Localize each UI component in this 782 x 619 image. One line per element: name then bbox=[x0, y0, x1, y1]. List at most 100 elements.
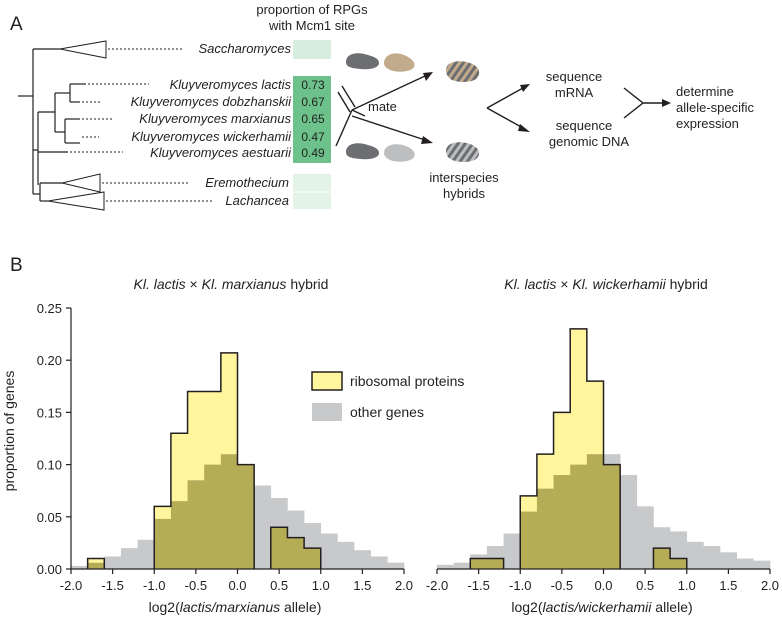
bar-ribosomal-proteins bbox=[536, 454, 554, 489]
bar-overlap bbox=[87, 562, 105, 569]
bar-ribosomal-proteins bbox=[87, 558, 105, 563]
mcm1-cell-kluyveromyces bbox=[293, 76, 331, 163]
mcm1-value: 0.47 bbox=[301, 130, 325, 144]
species-label: Saccharomyces bbox=[199, 41, 292, 56]
arrow-icon bbox=[518, 124, 530, 132]
series-other-genes bbox=[71, 485, 405, 569]
bar-ribosomal-proteins bbox=[187, 391, 205, 481]
bar-other-genes bbox=[104, 556, 122, 569]
ribosomal-outline bbox=[470, 329, 770, 569]
bar-other-genes bbox=[486, 546, 504, 559]
arrow-icon bbox=[662, 99, 671, 107]
mcm1-header-line2: with Mcm1 site bbox=[268, 18, 355, 33]
y-tick-label: 0.20 bbox=[37, 353, 62, 368]
bar-overlap bbox=[553, 475, 571, 569]
species-label: Kluyveromyces marxianus bbox=[139, 111, 291, 126]
bar-other-genes bbox=[120, 548, 138, 569]
merge-arrow bbox=[623, 87, 664, 119]
bar-overlap bbox=[586, 454, 604, 569]
x-tick-label: 0.0 bbox=[594, 578, 612, 593]
bar-ribosomal-proteins bbox=[586, 381, 604, 455]
determine-line1: determine bbox=[676, 84, 734, 99]
bar-overlap bbox=[670, 558, 688, 569]
bar-ribosomal-proteins bbox=[520, 495, 538, 512]
arrow-icon bbox=[421, 136, 433, 144]
bar-overlap bbox=[570, 464, 588, 569]
species-label: Kluyveromyces lactis bbox=[170, 77, 292, 92]
x-tick-label: -2.0 bbox=[426, 578, 448, 593]
bar-overlap bbox=[204, 464, 222, 569]
x-tick-label: -1.5 bbox=[101, 578, 123, 593]
species-label: Kluyveromyces wickerhamii bbox=[131, 129, 292, 144]
x-tick-label: 0.5 bbox=[270, 578, 288, 593]
legend-swatch-other bbox=[312, 403, 342, 421]
y-tick-label: 0.25 bbox=[37, 301, 62, 316]
y-tick-label: 0.00 bbox=[37, 562, 62, 577]
bar-other-genes bbox=[636, 506, 654, 569]
hybrids-label-line1: interspecies bbox=[429, 170, 499, 185]
yeast-cell-icon bbox=[346, 53, 379, 70]
species-label: Kluyveromyces aestuarii bbox=[150, 145, 292, 160]
x-tick-label: 2.0 bbox=[761, 578, 779, 593]
bar-overlap bbox=[536, 488, 554, 569]
bar-overlap bbox=[170, 501, 188, 569]
bar-other-genes bbox=[503, 533, 521, 569]
phylogeny-tree bbox=[18, 40, 212, 211]
bar-overlap bbox=[603, 464, 621, 569]
arrow-icon bbox=[423, 72, 433, 81]
bar-other-genes bbox=[320, 533, 338, 569]
bar-other-genes bbox=[603, 454, 621, 465]
bar-overlap bbox=[520, 511, 538, 569]
panel-a: A proportion of RPGs with Mcm1 site bbox=[10, 2, 755, 211]
x-axis-label: log2(lactis/wickerhamii allele) bbox=[511, 599, 692, 615]
bar-overlap bbox=[237, 464, 255, 569]
bar-other-genes bbox=[703, 546, 721, 569]
bar-overlap bbox=[270, 527, 288, 569]
x-tick-label: -1.5 bbox=[467, 578, 489, 593]
bar-other-genes bbox=[653, 527, 671, 549]
legend-swatch-ribosomal bbox=[311, 371, 343, 391]
species-label: Lachancea bbox=[225, 193, 289, 208]
hybrid-yeast-icon bbox=[446, 61, 480, 82]
bar-other-genes bbox=[354, 550, 371, 569]
bar-other-genes bbox=[736, 558, 754, 569]
histogram-wickerhamii: Kl. lactis × Kl. wickerhamii hybrid -2.0… bbox=[426, 276, 779, 615]
bar-overlap bbox=[653, 548, 671, 569]
hybrid-yeast-icon bbox=[446, 142, 480, 162]
bar-other-genes bbox=[287, 510, 305, 538]
x-tick-label: 1.0 bbox=[678, 578, 696, 593]
bar-other-genes bbox=[437, 564, 454, 569]
bar-other-genes bbox=[670, 531, 688, 559]
bar-overlap bbox=[486, 558, 504, 569]
x-tick-label: 0.0 bbox=[228, 578, 246, 593]
chart-title: Kl. lactis × Kl. wickerhamii hybrid bbox=[504, 276, 707, 292]
histogram-marxianus: Kl. lactis × Kl. marxianus hybrid -2.0-1… bbox=[37, 276, 413, 615]
bar-other-genes bbox=[304, 523, 322, 549]
mate-label: mate bbox=[368, 99, 397, 114]
bar-other-genes bbox=[254, 485, 272, 569]
seq-dna-line2: genomic DNA bbox=[549, 134, 630, 149]
legend: ribosomal proteins other genes bbox=[311, 371, 464, 421]
x-tick-label: -0.5 bbox=[551, 578, 573, 593]
x-tick-label: -2.0 bbox=[60, 578, 82, 593]
x-tick-label: -0.5 bbox=[185, 578, 207, 593]
mcm1-value: 0.67 bbox=[301, 95, 325, 109]
hybrids-label-line2: hybrids bbox=[443, 186, 485, 201]
bar-ribosomal-proteins bbox=[154, 506, 172, 519]
x-tick-label: 1.0 bbox=[312, 578, 330, 593]
bar-other-genes bbox=[620, 475, 638, 569]
mcm1-value: 0.65 bbox=[301, 112, 325, 126]
y-tick-label: 0.10 bbox=[37, 458, 62, 473]
bar-overlap bbox=[154, 518, 172, 569]
bar-ribosomal-proteins bbox=[570, 328, 588, 465]
bar-other-genes bbox=[270, 498, 288, 528]
bar-ribosomal-proteins bbox=[553, 412, 571, 476]
mcm1-proportion-column: 0.73 0.67 0.65 0.47 0.49 bbox=[293, 40, 331, 209]
mcm1-header-line1: proportion of RPGs bbox=[256, 2, 368, 17]
arrow-icon bbox=[520, 84, 530, 92]
bar-other-genes bbox=[387, 562, 405, 569]
bar-other-genes bbox=[370, 556, 388, 569]
